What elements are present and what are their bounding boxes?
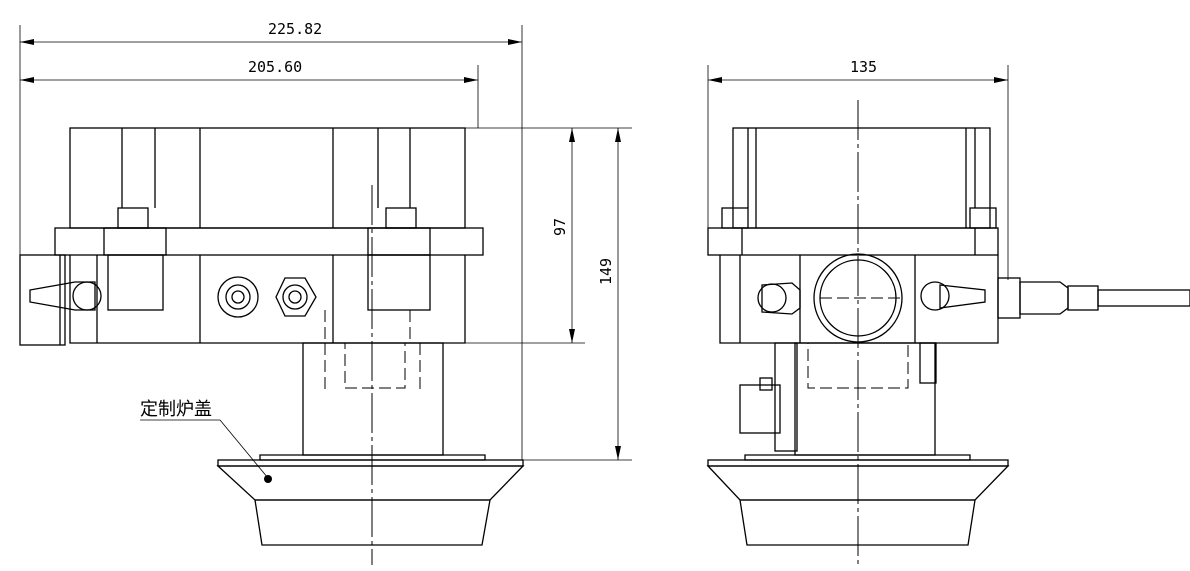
dim-body-height: 97 bbox=[551, 218, 569, 236]
dim-overall-width: 225.82 bbox=[268, 20, 322, 38]
leader-dot bbox=[264, 475, 272, 483]
side-view: 135 bbox=[706, 58, 1190, 565]
dim-total-height: 149 bbox=[597, 258, 615, 285]
lid-label: 定制炉盖 bbox=[140, 399, 212, 420]
dim-side-width: 135 bbox=[850, 58, 877, 76]
dim-body-width: 205.60 bbox=[248, 58, 302, 76]
front-view: 定制炉盖 225.82 205.60 97 149 bbox=[19, 20, 632, 565]
